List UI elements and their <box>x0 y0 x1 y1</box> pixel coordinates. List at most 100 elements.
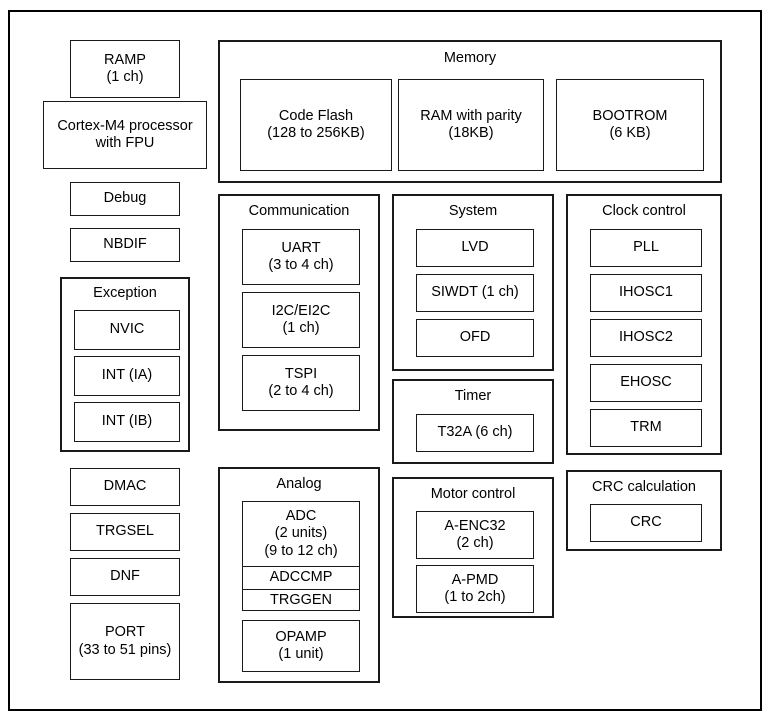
block-i2c-ei2c: I2C/EI2C (1 ch) <box>242 292 360 348</box>
block-crc: CRC <box>590 504 702 542</box>
block-adc-line3: (9 to 12 ch) <box>264 542 338 559</box>
block-code-flash-line2: (128 to 256KB) <box>267 125 365 141</box>
block-code-flash: Code Flash (128 to 256KB) <box>240 79 392 171</box>
block-uart-line1: UART <box>281 239 321 256</box>
block-adc-line2: (2 units) <box>274 525 328 542</box>
group-timer: Timer T32A (6 ch) <box>392 379 554 464</box>
block-cortex-line2: with FPU <box>95 135 155 151</box>
block-nbdif: NBDIF <box>70 228 180 262</box>
block-i2c-line1: I2C/EI2C <box>271 302 331 319</box>
block-dmac-label: DMAC <box>103 478 147 495</box>
block-cortex-line1: Cortex-M4 processor <box>57 117 193 134</box>
block-port-line2: (33 to 51 pins) <box>78 641 172 658</box>
block-adc-line1: ADC <box>285 508 317 525</box>
block-a-enc32-line1: A-ENC32 <box>444 517 506 534</box>
block-int-ia-label: INT (IA) <box>101 367 153 384</box>
block-opamp-line2: (1 unit) <box>278 646 324 662</box>
block-nvic-label: NVIC <box>109 321 145 338</box>
block-code-flash-line1: Code Flash <box>278 107 354 124</box>
group-crc-calculation-title: CRC calculation <box>592 479 696 495</box>
block-port: PORT (33 to 51 pins) <box>70 603 180 680</box>
block-ihosc2: IHOSC2 <box>590 319 702 357</box>
block-cortex-m4-processor: Cortex-M4 processor with FPU <box>43 101 207 169</box>
group-crc-calculation: CRC calculation CRC <box>566 470 722 551</box>
block-ihosc2-label: IHOSC2 <box>619 329 673 346</box>
block-bootrom: BOOTROM (6 KB) <box>556 79 704 171</box>
group-exception: Exception NVIC INT (IA) INT (IB) <box>60 277 190 452</box>
block-a-enc32-line2: (2 ch) <box>456 535 494 551</box>
block-adccmp-label: ADCCMP <box>269 569 333 586</box>
block-port-line1: PORT <box>104 624 146 641</box>
group-communication-title: Communication <box>248 203 350 219</box>
group-motor-control-title: Motor control <box>430 486 516 502</box>
block-ehosc-label: EHOSC <box>620 374 672 391</box>
block-trggen-label: TRGGEN <box>269 592 333 609</box>
group-motor-control: Motor control A-ENC32 (2 ch) A-PMD (1 to… <box>392 477 554 618</box>
block-lvd-label: LVD <box>461 239 489 256</box>
block-ram-line1: RAM with parity <box>420 107 522 124</box>
block-trgsel-label: TRGSEL <box>95 523 154 540</box>
block-trm-label: TRM <box>630 419 662 436</box>
block-debug-label: Debug <box>103 190 147 207</box>
block-ihosc1: IHOSC1 <box>590 274 702 312</box>
block-opamp-line1: OPAMP <box>275 628 327 645</box>
block-t32a: T32A (6 ch) <box>416 414 534 452</box>
block-ramp-line2: (1 ch) <box>106 69 144 85</box>
block-siwdt: SIWDT (1 ch) <box>416 274 534 312</box>
group-clock-control-title: Clock control <box>602 203 686 219</box>
block-adc: ADC (2 units) (9 to 12 ch) <box>243 502 359 566</box>
group-timer-title: Timer <box>454 388 492 404</box>
block-tspi-line1: TSPI <box>284 365 318 382</box>
block-ram-with-parity: RAM with parity (18KB) <box>398 79 544 171</box>
block-a-pmd: A-PMD (1 to 2ch) <box>416 565 534 613</box>
block-dnf: DNF <box>70 558 180 596</box>
group-analog-title: Analog <box>276 476 322 492</box>
block-i2c-line2: (1 ch) <box>282 320 320 336</box>
block-siwdt-label: SIWDT (1 ch) <box>431 284 519 301</box>
group-exception-title: Exception <box>93 285 157 301</box>
block-int-ib: INT (IB) <box>74 402 180 442</box>
block-uart-line2: (3 to 4 ch) <box>268 257 334 273</box>
block-tspi: TSPI (2 to 4 ch) <box>242 355 360 411</box>
block-ram-line2: (18KB) <box>448 125 494 141</box>
block-crc-label: CRC <box>630 514 662 531</box>
block-trm: TRM <box>590 409 702 447</box>
block-t32a-label: T32A (6 ch) <box>437 424 513 441</box>
block-bootrom-line1: BOOTROM <box>592 107 668 124</box>
group-communication: Communication UART (3 to 4 ch) I2C/EI2C … <box>218 194 380 431</box>
block-a-enc32: A-ENC32 (2 ch) <box>416 511 534 559</box>
block-ofd: OFD <box>416 319 534 357</box>
block-adc-stack: ADC (2 units) (9 to 12 ch) ADCCMP TRGGEN <box>242 501 360 611</box>
group-clock-control: Clock control PLL IHOSC1 IHOSC2 EHOSC TR… <box>566 194 722 455</box>
group-memory: Memory Code Flash (128 to 256KB) RAM wit… <box>218 40 722 183</box>
block-trgsel: TRGSEL <box>70 513 180 551</box>
chip-outer-frame: RAMP (1 ch) Cortex-M4 processor with FPU… <box>8 10 762 711</box>
block-dnf-label: DNF <box>110 568 140 585</box>
block-tspi-line2: (2 to 4 ch) <box>268 383 334 399</box>
block-ihosc1-label: IHOSC1 <box>619 284 673 301</box>
block-pll: PLL <box>590 229 702 267</box>
block-uart: UART (3 to 4 ch) <box>242 229 360 285</box>
group-analog: Analog ADC (2 units) (9 to 12 ch) ADCCMP… <box>218 467 380 683</box>
block-trggen: TRGGEN <box>243 589 359 612</box>
group-system-title: System <box>448 203 498 219</box>
block-debug: Debug <box>70 182 180 216</box>
block-adccmp: ADCCMP <box>243 566 359 589</box>
block-pll-label: PLL <box>633 239 659 256</box>
block-bootrom-line2: (6 KB) <box>609 125 651 141</box>
block-int-ib-label: INT (IB) <box>101 413 153 430</box>
group-memory-title: Memory <box>443 50 497 66</box>
block-a-pmd-line2: (1 to 2ch) <box>444 589 506 605</box>
block-dmac: DMAC <box>70 468 180 506</box>
block-ramp-line1: RAMP <box>104 51 146 68</box>
block-nbdif-label: NBDIF <box>103 236 147 253</box>
block-ofd-label: OFD <box>459 329 491 346</box>
group-system: System LVD SIWDT (1 ch) OFD <box>392 194 554 371</box>
block-nvic: NVIC <box>74 310 180 350</box>
block-ehosc: EHOSC <box>590 364 702 402</box>
block-ramp: RAMP (1 ch) <box>70 40 180 98</box>
block-opamp: OPAMP (1 unit) <box>242 620 360 672</box>
block-lvd: LVD <box>416 229 534 267</box>
block-int-ia: INT (IA) <box>74 356 180 396</box>
